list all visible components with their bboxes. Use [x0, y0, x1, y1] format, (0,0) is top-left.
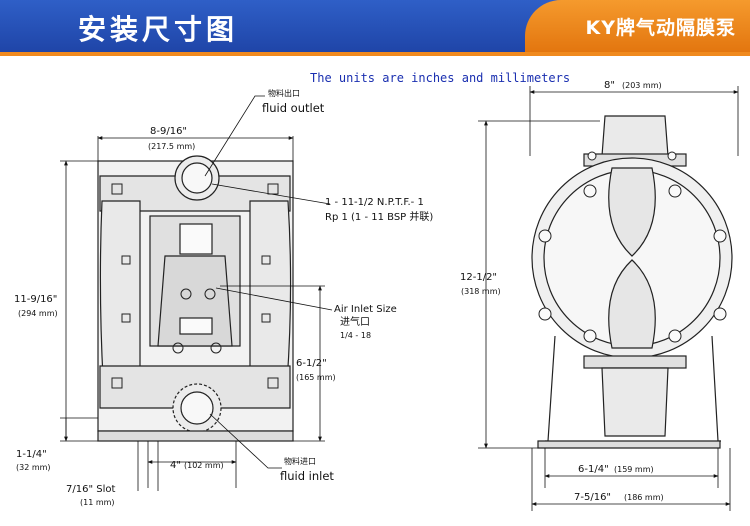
dimension-label-base1-mm: (159 mm): [614, 465, 654, 474]
dimension-label-height-in: 11-9/16": [14, 294, 57, 305]
page-title: 安装尺寸图: [78, 13, 239, 46]
dimension-label-height-mm: (318 mm): [461, 287, 501, 296]
dimension-label-base-in: 4": [170, 460, 181, 471]
dimension-label-thread-line2: Rp 1 (1 - 11 BSP 并联): [325, 210, 433, 223]
brand-label: KY牌气动隔膜泵: [585, 17, 736, 39]
dimension-label-slot-in: 7/16" Slot: [66, 484, 115, 495]
dimension-label-width-in: 8-9/16": [150, 126, 187, 137]
pump-side-view: [531, 115, 733, 449]
dimension-label-air-h-in: 6-1/2": [296, 358, 327, 369]
dimension-label-inlet-en: fluid inlet: [280, 469, 334, 483]
pump-front-view: [97, 155, 294, 442]
dimension-label-height-in: 12-1/2": [460, 272, 497, 283]
dimension-drawing: The units are inches and millimeters: [14, 71, 739, 511]
dimension-label-inlet-cn: 物料进口: [284, 456, 316, 466]
dimension-label-inlet-h-in: 1-1/4": [16, 449, 47, 460]
dimension-label-thread-line1: 1 - 11-1/2 N.P.T.F.- 1: [325, 197, 424, 208]
dimension-label-base2-mm: (186 mm): [624, 493, 664, 502]
units-note: The units are inches and millimeters: [310, 71, 570, 85]
front-dimension-lines: [60, 95, 333, 491]
front-labels: 物料出口 fluid outlet 8-9/16" (217.5 mm) 1 -…: [14, 88, 433, 507]
dimension-label-air-en: Air Inlet Size: [334, 304, 397, 315]
dimension-label-base-mm: (102 mm): [184, 461, 224, 470]
header-banner: 安装尺寸图 KY牌气动隔膜泵: [0, 0, 750, 56]
side-dimension-lines: [478, 86, 739, 511]
dimension-label-slot-mm: (11 mm): [80, 498, 115, 507]
dimension-label-outlet-en: fluid outlet: [262, 101, 325, 115]
dimension-label-outlet-cn: 物料出口: [268, 88, 300, 98]
side-labels: 8" (203 mm) 12-1/2" (318 mm) 6-1/4" (159…: [460, 80, 664, 503]
dimension-label-depth-mm: (203 mm): [622, 81, 662, 90]
brand-tab: KY牌气动隔膜泵: [525, 0, 750, 52]
dimension-label-air-cn: 进气口: [340, 315, 370, 328]
dimension-label-air-size: 1/4 - 18: [340, 331, 371, 340]
dimension-label-inlet-h-mm: (32 mm): [16, 463, 51, 472]
dimension-label-width-mm: (217.5 mm): [148, 142, 195, 151]
dimension-label-air-h-mm: (165 mm): [296, 373, 336, 382]
dimension-label-base2-in: 7-5/16": [574, 492, 611, 503]
dimension-label-height-mm: (294 mm): [18, 309, 58, 318]
dimension-label-base1-in: 6-1/4": [578, 464, 609, 475]
dimension-label-depth-in: 8": [604, 80, 615, 91]
